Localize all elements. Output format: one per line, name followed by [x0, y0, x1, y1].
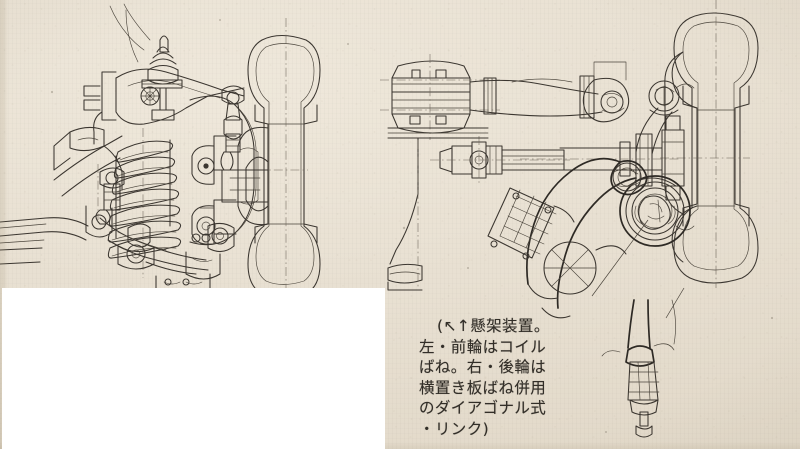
- white-occlusion-rectangle: [2, 288, 385, 449]
- coil-spring: [108, 128, 180, 278]
- propshaft-universal-joint: [430, 136, 570, 184]
- left-frame-rail: [0, 127, 122, 264]
- caption-line-4: 横置き板ばね併用: [419, 378, 547, 397]
- differential-and-drum: [620, 176, 690, 246]
- transverse-leaf-spring: [380, 54, 500, 140]
- scan-speckles: [50, 19, 774, 433]
- caption-line-3: ばね。右・後輪は: [419, 358, 547, 377]
- rear-bushing-circle: [544, 242, 626, 294]
- caption-line-1: (↖↑懸架装置。: [437, 317, 550, 335]
- lower-pivot-detail: [86, 168, 154, 269]
- caption-line-5: のダイアゴナル式: [419, 399, 547, 418]
- left-body-contour: [190, 96, 256, 245]
- figure-caption: (↖↑懸架装置。 左・前輪はコイル ばね。右・後輪は 横置き板ばね併用 のダイア…: [419, 316, 569, 440]
- left-tire-section: [224, 18, 320, 299]
- right-body-panel: [388, 128, 488, 290]
- leader-line-1: [592, 220, 648, 296]
- upper-arm-torque-tube: [470, 62, 629, 122]
- leader-line-2: [666, 288, 684, 318]
- left-figure-front-suspension: [0, 4, 320, 299]
- upper-control-arm: [84, 4, 244, 144]
- right-hub-carrier: [662, 52, 697, 262]
- rear-shock-mount-plate: [488, 188, 574, 259]
- caption-line-6: ・リンク): [419, 419, 490, 438]
- right-figure-rear-suspension: [380, 0, 758, 437]
- right-tire-section: [660, 0, 758, 288]
- rear-shock-absorber-unit: [602, 300, 674, 437]
- caption-line-2: 左・前輪はコイル: [419, 337, 547, 356]
- upper-ball-joint: [221, 86, 244, 170]
